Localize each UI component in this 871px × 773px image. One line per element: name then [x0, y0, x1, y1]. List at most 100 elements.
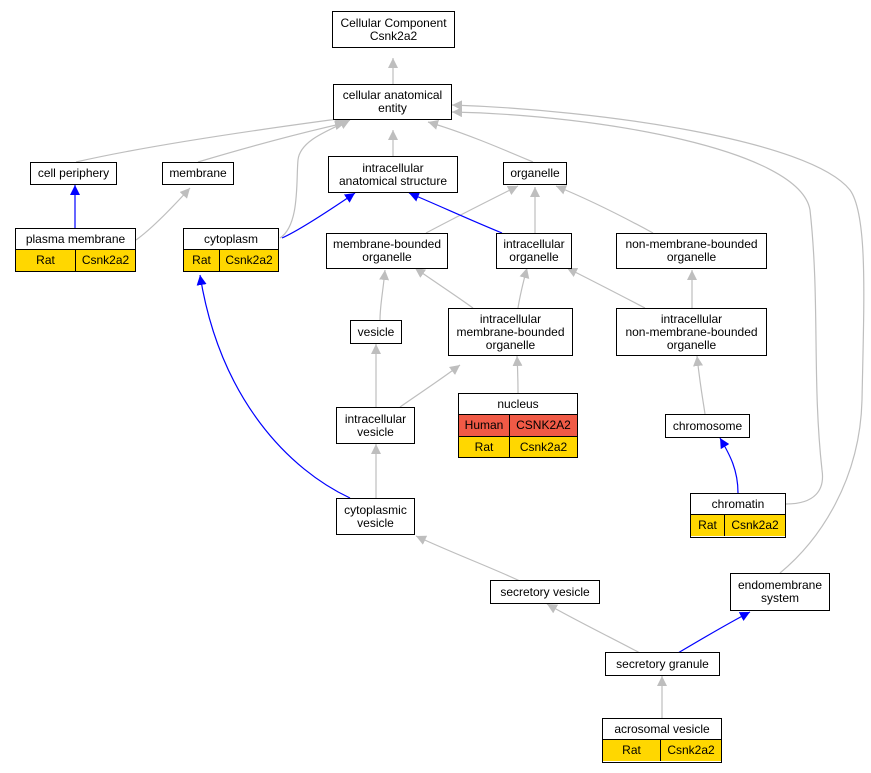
- node-label-line: intracellular: [479, 311, 542, 326]
- gene-cell: Csnk2a2: [81, 253, 130, 267]
- gene-cell: Csnk2a2: [731, 518, 779, 532]
- annotation-row: Human CSNK2A2: [459, 415, 577, 436]
- node-plasma-membrane[interactable]: plasma membrane Rat Csnk2a2: [15, 228, 136, 272]
- node-label: cytoplasm: [203, 231, 259, 246]
- edge-chromatin-chromosome: [719, 437, 739, 494]
- edge-organelle-cae: [427, 120, 534, 163]
- node-acrosomal-vesicle[interactable]: acrosomal vesicle Rat Csnk2a2: [602, 718, 722, 763]
- node-membrane[interactable]: membrane: [162, 162, 234, 185]
- node-header: plasma membrane: [16, 229, 135, 250]
- edge-chromatin-cae: [451, 107, 824, 505]
- node-organelle[interactable]: organelle: [503, 162, 567, 185]
- node-label-line: non-membrane-bounded: [625, 324, 758, 339]
- node-label-line: vesicle: [357, 424, 394, 439]
- edge-nucleus-imbo: [512, 355, 523, 394]
- node-label-line: organelle: [666, 337, 717, 352]
- edge-cytoplasm-ias: [281, 192, 356, 239]
- edge-mbo-organelle: [425, 185, 519, 234]
- node-label-line: organelle: [666, 250, 717, 264]
- edge-iv-imbo: [399, 364, 461, 408]
- node-label: chromatin: [711, 496, 765, 511]
- edge-imbo-io: [517, 267, 530, 309]
- edge-cv-cytoplasm: [196, 274, 351, 499]
- species-cell: Rat: [184, 250, 220, 271]
- node-label-line: system: [760, 591, 799, 605]
- species-cell: Rat: [459, 437, 510, 457]
- edge-imbo-mbo: [414, 267, 474, 309]
- edge-es-cae: [451, 100, 865, 574]
- edge-chromosome-inmbo: [693, 355, 706, 415]
- gene-cell: Csnk2a2: [225, 253, 273, 267]
- node-label-line: non-membrane-bounded: [625, 237, 758, 251]
- species-cell: Human: [459, 415, 510, 436]
- node-label-line: anatomical structure: [338, 173, 448, 188]
- annotation-row: Rat Csnk2a2: [184, 250, 278, 271]
- gene-cell: Csnk2a2: [667, 743, 715, 757]
- node-vesicle[interactable]: vesicle: [350, 320, 402, 344]
- node-header: nucleus: [459, 394, 577, 415]
- node-label-line: Cellular Component: [340, 15, 447, 30]
- edge-sv-cv: [415, 535, 521, 582]
- node-label-line: entity: [378, 101, 407, 115]
- node-cell-periphery[interactable]: cell periphery: [30, 162, 117, 185]
- node-label-line: endomembrane: [737, 578, 823, 592]
- node-label-line: organelle: [485, 337, 536, 352]
- node-header: chromatin: [691, 494, 785, 515]
- edge-membrane-cae: [197, 120, 346, 163]
- gene-cell: CSNK2A2: [516, 418, 571, 432]
- node-header: cytoplasm: [184, 229, 278, 250]
- node-cytoplasm[interactable]: cytoplasm Rat Csnk2a2: [183, 228, 279, 272]
- annotation-row: Rat Csnk2a2: [459, 436, 577, 457]
- node-label-line: intracellular: [503, 237, 565, 251]
- node-label: plasma membrane: [25, 231, 126, 246]
- node-label: organelle: [510, 166, 560, 180]
- node-label: membrane: [169, 166, 227, 180]
- edge-cytoplasm-cae: [279, 119, 351, 239]
- node-label-line: intracellular: [362, 160, 424, 175]
- species-cell: Rat: [16, 250, 76, 271]
- node-chromosome[interactable]: chromosome: [665, 414, 750, 438]
- node-label-line: membrane-bounded: [332, 237, 442, 251]
- edge-cellperiphery-cae: [75, 114, 346, 163]
- node-label: vesicle: [357, 324, 395, 339]
- annotation-row: Rat Csnk2a2: [16, 250, 135, 271]
- edge-plasmamembrane-membrane: [135, 187, 191, 241]
- edge-inmbo-io: [566, 267, 646, 309]
- node-label-line: cellular anatomical: [342, 88, 443, 102]
- edges: [70, 58, 865, 718]
- node-label-line: vesicle: [357, 515, 394, 530]
- edge-vesicle-mbo: [379, 269, 390, 321]
- node-label-line: membrane-bounded: [456, 324, 565, 339]
- node-label: secretory vesicle: [500, 584, 590, 599]
- node-label-line: intracellular: [660, 311, 723, 326]
- node-header: acrosomal vesicle: [603, 719, 721, 740]
- node-label-line: Csnk2a2: [369, 28, 418, 43]
- species-cell: Rat: [691, 515, 725, 536]
- species-cell: Rat: [603, 740, 661, 761]
- node-label: nucleus: [497, 396, 539, 411]
- node-label-line: organelle: [362, 250, 412, 264]
- node-secretory-vesicle[interactable]: secretory vesicle: [490, 580, 600, 604]
- edge-sg-es: [677, 611, 751, 654]
- node-label-line: organelle: [509, 250, 559, 264]
- gene-cell: Csnk2a2: [519, 439, 568, 454]
- node-secretory-granule[interactable]: secretory granule: [605, 652, 720, 676]
- node-label: acrosomal vesicle: [614, 721, 710, 736]
- edge-nmbo-organelle: [555, 185, 654, 234]
- edge-io-ias: [408, 192, 503, 234]
- node-label: chromosome: [672, 418, 743, 433]
- node-label-line: cytoplasmic: [344, 502, 407, 517]
- node-nucleus[interactable]: nucleus Human CSNK2A2 Rat Csnk2a2: [458, 393, 578, 458]
- node-chromatin[interactable]: chromatin Rat Csnk2a2: [690, 493, 786, 538]
